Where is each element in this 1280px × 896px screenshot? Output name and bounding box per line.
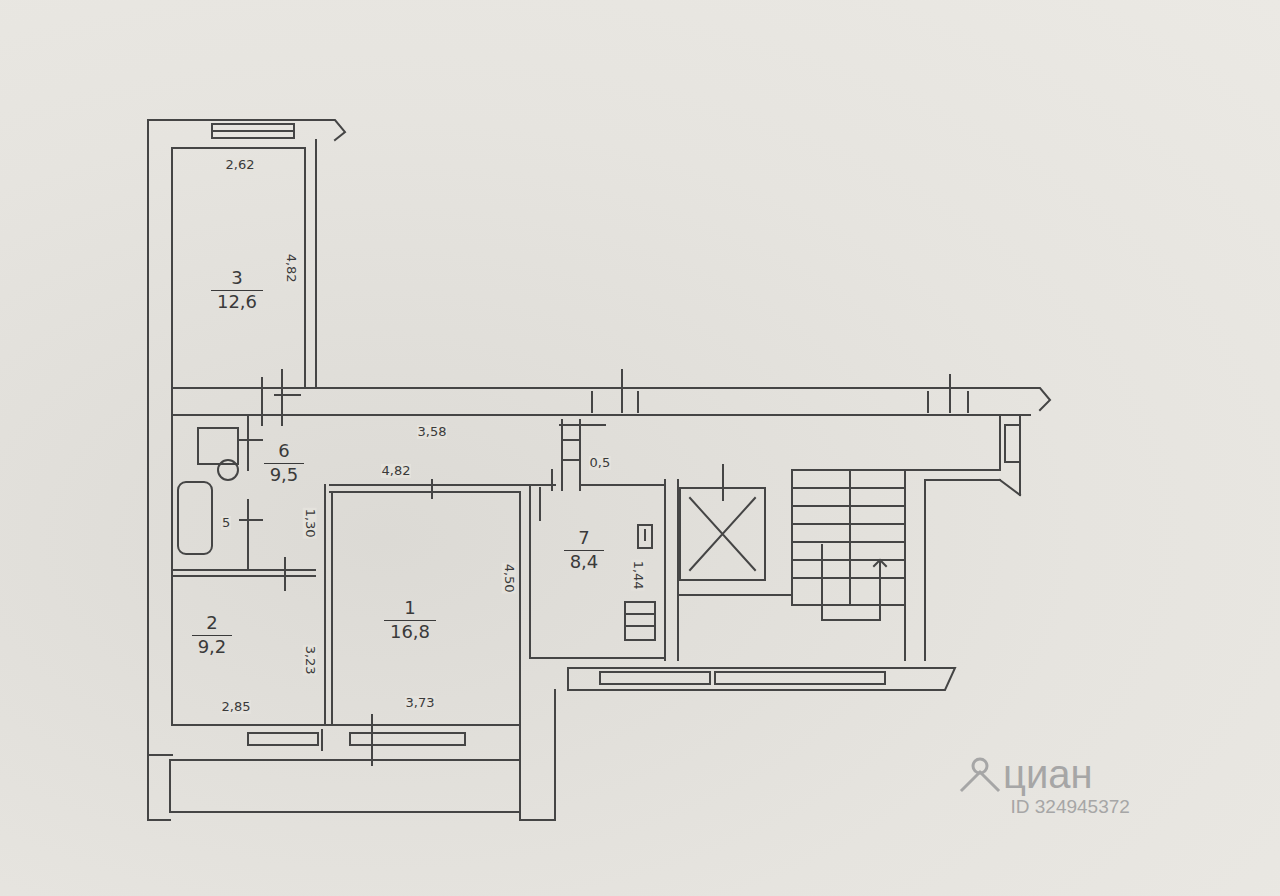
dimension-label: 4,82 [381,464,412,478]
room-number: 6 [264,441,305,464]
dimension-label: 4,82 [283,253,297,284]
room-area: 16,8 [384,621,436,643]
dimension-label: 1,30 [302,508,316,539]
room-area: 12,6 [211,291,263,313]
dimension-label: 2,85 [221,700,252,714]
room-label: 29,2 [192,613,233,657]
watermark: циан [1002,752,1094,796]
room-number: 7 [564,528,605,551]
room-number: 2 [192,613,233,636]
watermark-logo [962,759,998,790]
room-number: 3 [211,268,263,291]
dimension-label: 4,50 [501,563,515,594]
dimension-label: 5 [221,516,231,530]
room-area: 9,2 [192,636,233,658]
watermark: ID 324945372 [1010,797,1131,818]
dimension-label: 1,44 [630,560,644,591]
dimension-label: 2,62 [225,158,256,172]
room-label: 116,8 [384,598,436,642]
room-area: 9,5 [264,464,305,486]
room-label: 69,5 [264,441,305,485]
dimension-label: 3,73 [405,696,436,710]
dimension-label: 3,58 [417,425,448,439]
room-number: 1 [384,598,436,621]
room-area: 8,4 [564,551,605,573]
room-label: 78,4 [564,528,605,572]
dimension-label: 0,5 [589,456,612,470]
dimension-label: 3,23 [302,645,316,676]
room-label: 312,6 [211,268,263,312]
